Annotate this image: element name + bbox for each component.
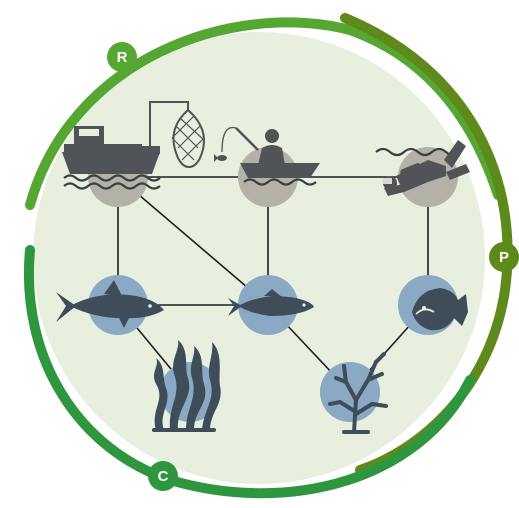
ring-label-r-badge bbox=[107, 42, 137, 72]
ring-label-p-text: P bbox=[499, 249, 509, 266]
edge-boat-fish bbox=[117, 176, 269, 306]
background-disc bbox=[33, 32, 485, 484]
ring-label-c-text: C bbox=[158, 468, 169, 485]
kelp-icon bbox=[152, 340, 221, 432]
butterflyfish-icon bbox=[412, 288, 468, 331]
ring-label-c-badge bbox=[148, 461, 178, 491]
ring-label-p: P bbox=[489, 242, 519, 272]
ring-label-c: C bbox=[148, 461, 178, 491]
shark-icon bbox=[56, 280, 164, 328]
fishing-boat-icon bbox=[62, 126, 161, 190]
fish-icon bbox=[228, 289, 314, 316]
coral-icon bbox=[328, 352, 388, 434]
ring-label-r-text: R bbox=[117, 49, 128, 66]
ring-label-p-badge bbox=[489, 242, 519, 272]
ring-arc-top bbox=[25, 17, 503, 210]
ring-label-r: R bbox=[107, 42, 137, 72]
scuba-diver-icon bbox=[375, 140, 470, 196]
fisher-in-boat-icon bbox=[214, 126, 320, 186]
trawl-net-icon bbox=[149, 101, 205, 168]
